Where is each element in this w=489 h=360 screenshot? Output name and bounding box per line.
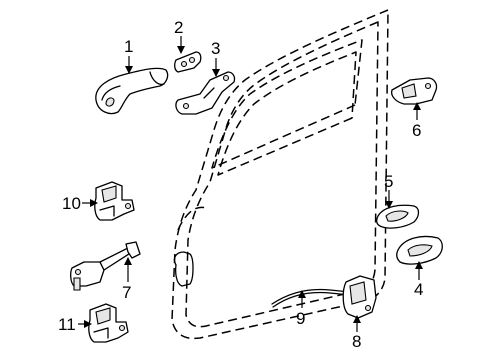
handle-cap-part xyxy=(174,51,202,73)
callout-6: 6 xyxy=(412,121,421,140)
callout-7: 7 xyxy=(122,283,131,302)
callout-4: 4 xyxy=(414,280,423,299)
callout-3: 3 xyxy=(211,39,220,58)
door-outline xyxy=(171,9,389,340)
callout-labels: 1 2 3 6 5 4 10 7 11 9 8 xyxy=(58,18,423,351)
inside-handle-bezel-part xyxy=(376,204,420,229)
lock-rod-part xyxy=(271,288,351,308)
callout-5: 5 xyxy=(384,172,393,191)
callout-10: 10 xyxy=(62,194,81,213)
outside-handle-part xyxy=(95,67,169,115)
inside-handle-part xyxy=(396,235,443,265)
upper-hinge-part xyxy=(390,77,438,105)
lower-hinge-part xyxy=(88,303,129,343)
callout-9: 9 xyxy=(296,309,305,328)
hinge-part-10 xyxy=(94,181,135,221)
handle-bracket-part xyxy=(175,71,236,115)
callout-8: 8 xyxy=(352,332,361,351)
callout-1: 1 xyxy=(124,37,133,56)
door-latch-part xyxy=(342,275,377,319)
leader-lines xyxy=(78,36,423,332)
callout-11: 11 xyxy=(58,315,76,334)
door-check-part xyxy=(70,241,141,291)
callout-2: 2 xyxy=(174,18,183,37)
